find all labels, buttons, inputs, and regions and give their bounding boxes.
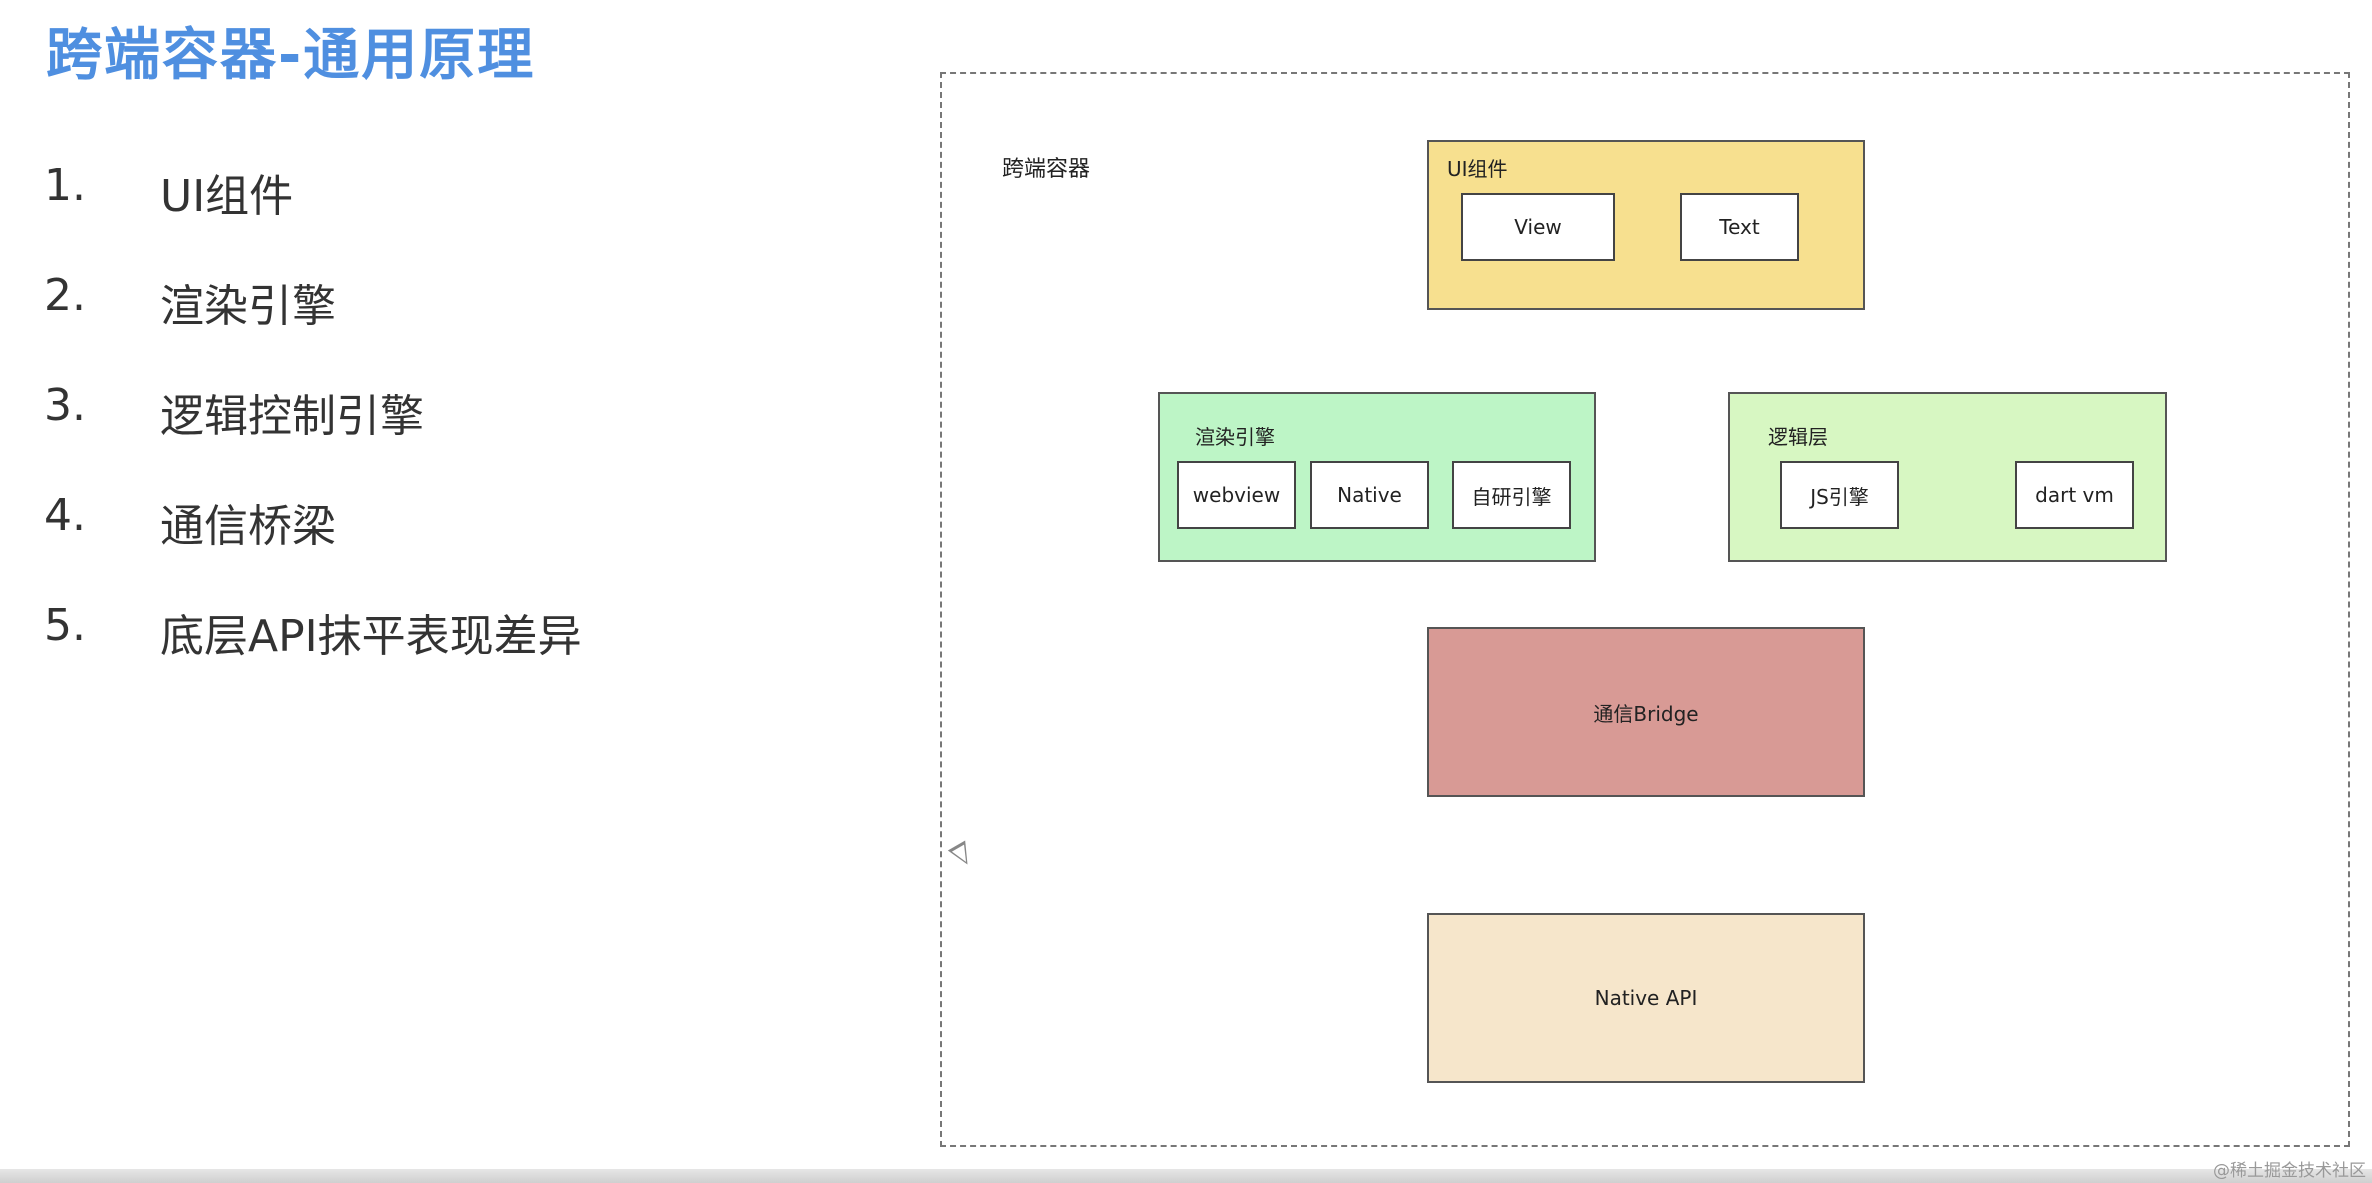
ui-component-box: UI组件 View Text [1427,140,1865,310]
custom-engine-node: 自研引擎 [1452,461,1571,529]
list-item-text: 逻辑控制引擎 [160,391,424,442]
list-item-number: 4. [44,490,86,541]
js-engine-node: JS引擎 [1780,461,1899,529]
native-node: Native [1310,461,1429,529]
list-item: 2. 渲染引擎 [44,270,582,380]
list-item-number: 5. [44,600,86,651]
bridge-label: 通信Bridge [1593,701,1699,726]
list-item-text: 底层API抹平表现差异 [160,611,582,662]
cross-platform-container [940,72,2350,1147]
list-item: 5. 底层API抹平表现差异 [44,600,582,710]
list-item: 3. 逻辑控制引擎 [44,380,582,490]
list-item: 1. UI组件 [44,160,582,270]
list-item-text: 渲染引擎 [160,281,336,332]
native-api-box: Native API [1427,913,1865,1083]
list-item-text: 通信桥梁 [160,501,336,552]
text-node: Text [1680,193,1799,261]
list-item-number: 2. [44,270,86,321]
native-api-label: Native API [1594,986,1698,1010]
slide-title: 跨端容器-通用原理 [46,23,536,88]
list-item-number: 1. [44,160,86,211]
render-engine-box: 渲染引擎 webview Native 自研引擎 [1158,392,1596,562]
credit-watermark: @稀土掘金技术社区 [2213,1161,2366,1181]
principle-list: 1. UI组件 2. 渲染引擎 3. 逻辑控制引擎 4. 通信桥梁 5. 底层A… [44,160,582,710]
bottom-scrollbar[interactable] [0,1169,2372,1183]
list-item: 4. 通信桥梁 [44,490,582,600]
dart-vm-node: dart vm [2015,461,2134,529]
list-item-number: 3. [44,380,86,431]
view-node: View [1461,193,1615,261]
logic-layer-label: 逻辑层 [1768,425,1828,449]
container-label: 跨端容器 [1002,157,1091,182]
ui-component-label: UI组件 [1447,157,1508,181]
webview-node: webview [1177,461,1296,529]
list-item-text: UI组件 [160,171,294,222]
logic-layer-box: 逻辑层 JS引擎 dart vm [1728,392,2167,562]
render-engine-label: 渲染引擎 [1195,425,1275,449]
communication-bridge-box: 通信Bridge [1427,627,1865,797]
